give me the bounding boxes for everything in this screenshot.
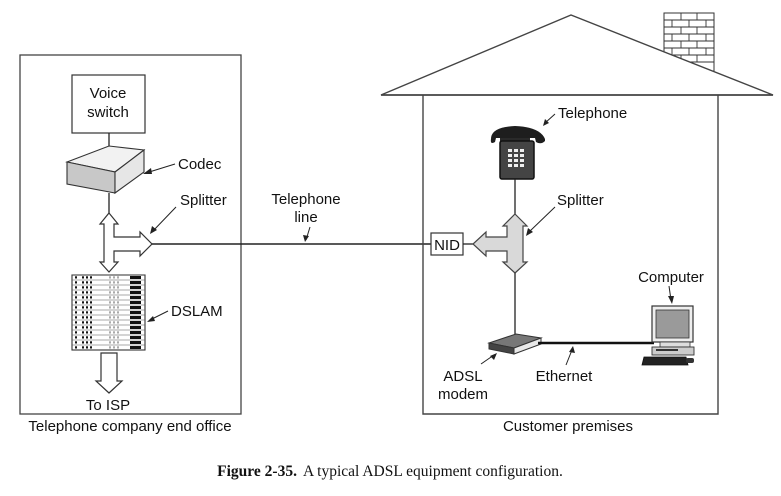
to-isp-label: To ISP (86, 397, 130, 414)
end-office-splitter-icon (98, 212, 153, 273)
adsl-modem-label-1: ADSL (443, 368, 482, 385)
customer-splitter-icon (472, 213, 529, 274)
to-isp-arrow-icon (94, 352, 124, 394)
telephone-icon (490, 126, 545, 180)
figure-caption-text: A typical ADSL equipment configuration. (303, 463, 563, 480)
end-office-title: Telephone company end office (28, 418, 231, 435)
adsl-modem-label-2: modem (438, 386, 488, 403)
voice-switch-label-1: Voice (90, 85, 127, 102)
figure-caption: Figure 2-35. A typical ADSL equipment con… (217, 463, 563, 480)
end-office-box (19, 54, 242, 415)
adsl-modem-icon (487, 333, 543, 355)
ethernet-label: Ethernet (536, 368, 594, 385)
customer-premises-box (422, 95, 719, 415)
nid-label: NID (434, 237, 460, 254)
customer-premises-title: Customer premises (503, 418, 633, 435)
telephone-line-label-2: line (294, 209, 317, 226)
end-office-splitter-label: Splitter (180, 192, 227, 209)
dslam-icon (71, 274, 146, 351)
dslam-label: DSLAM (171, 303, 223, 320)
codec-label: Codec (178, 156, 222, 173)
voice-switch-label-2: switch (87, 104, 129, 121)
computer-icon (641, 305, 695, 366)
customer-splitter-label: Splitter (557, 192, 604, 209)
computer-label: Computer (638, 269, 704, 286)
codec-icon (65, 145, 146, 195)
telephone-line-label-1: Telephone (271, 191, 340, 208)
figure-number: Figure 2-35. (217, 463, 297, 480)
telephone-label: Telephone (558, 105, 627, 122)
house-outline (380, 12, 774, 415)
